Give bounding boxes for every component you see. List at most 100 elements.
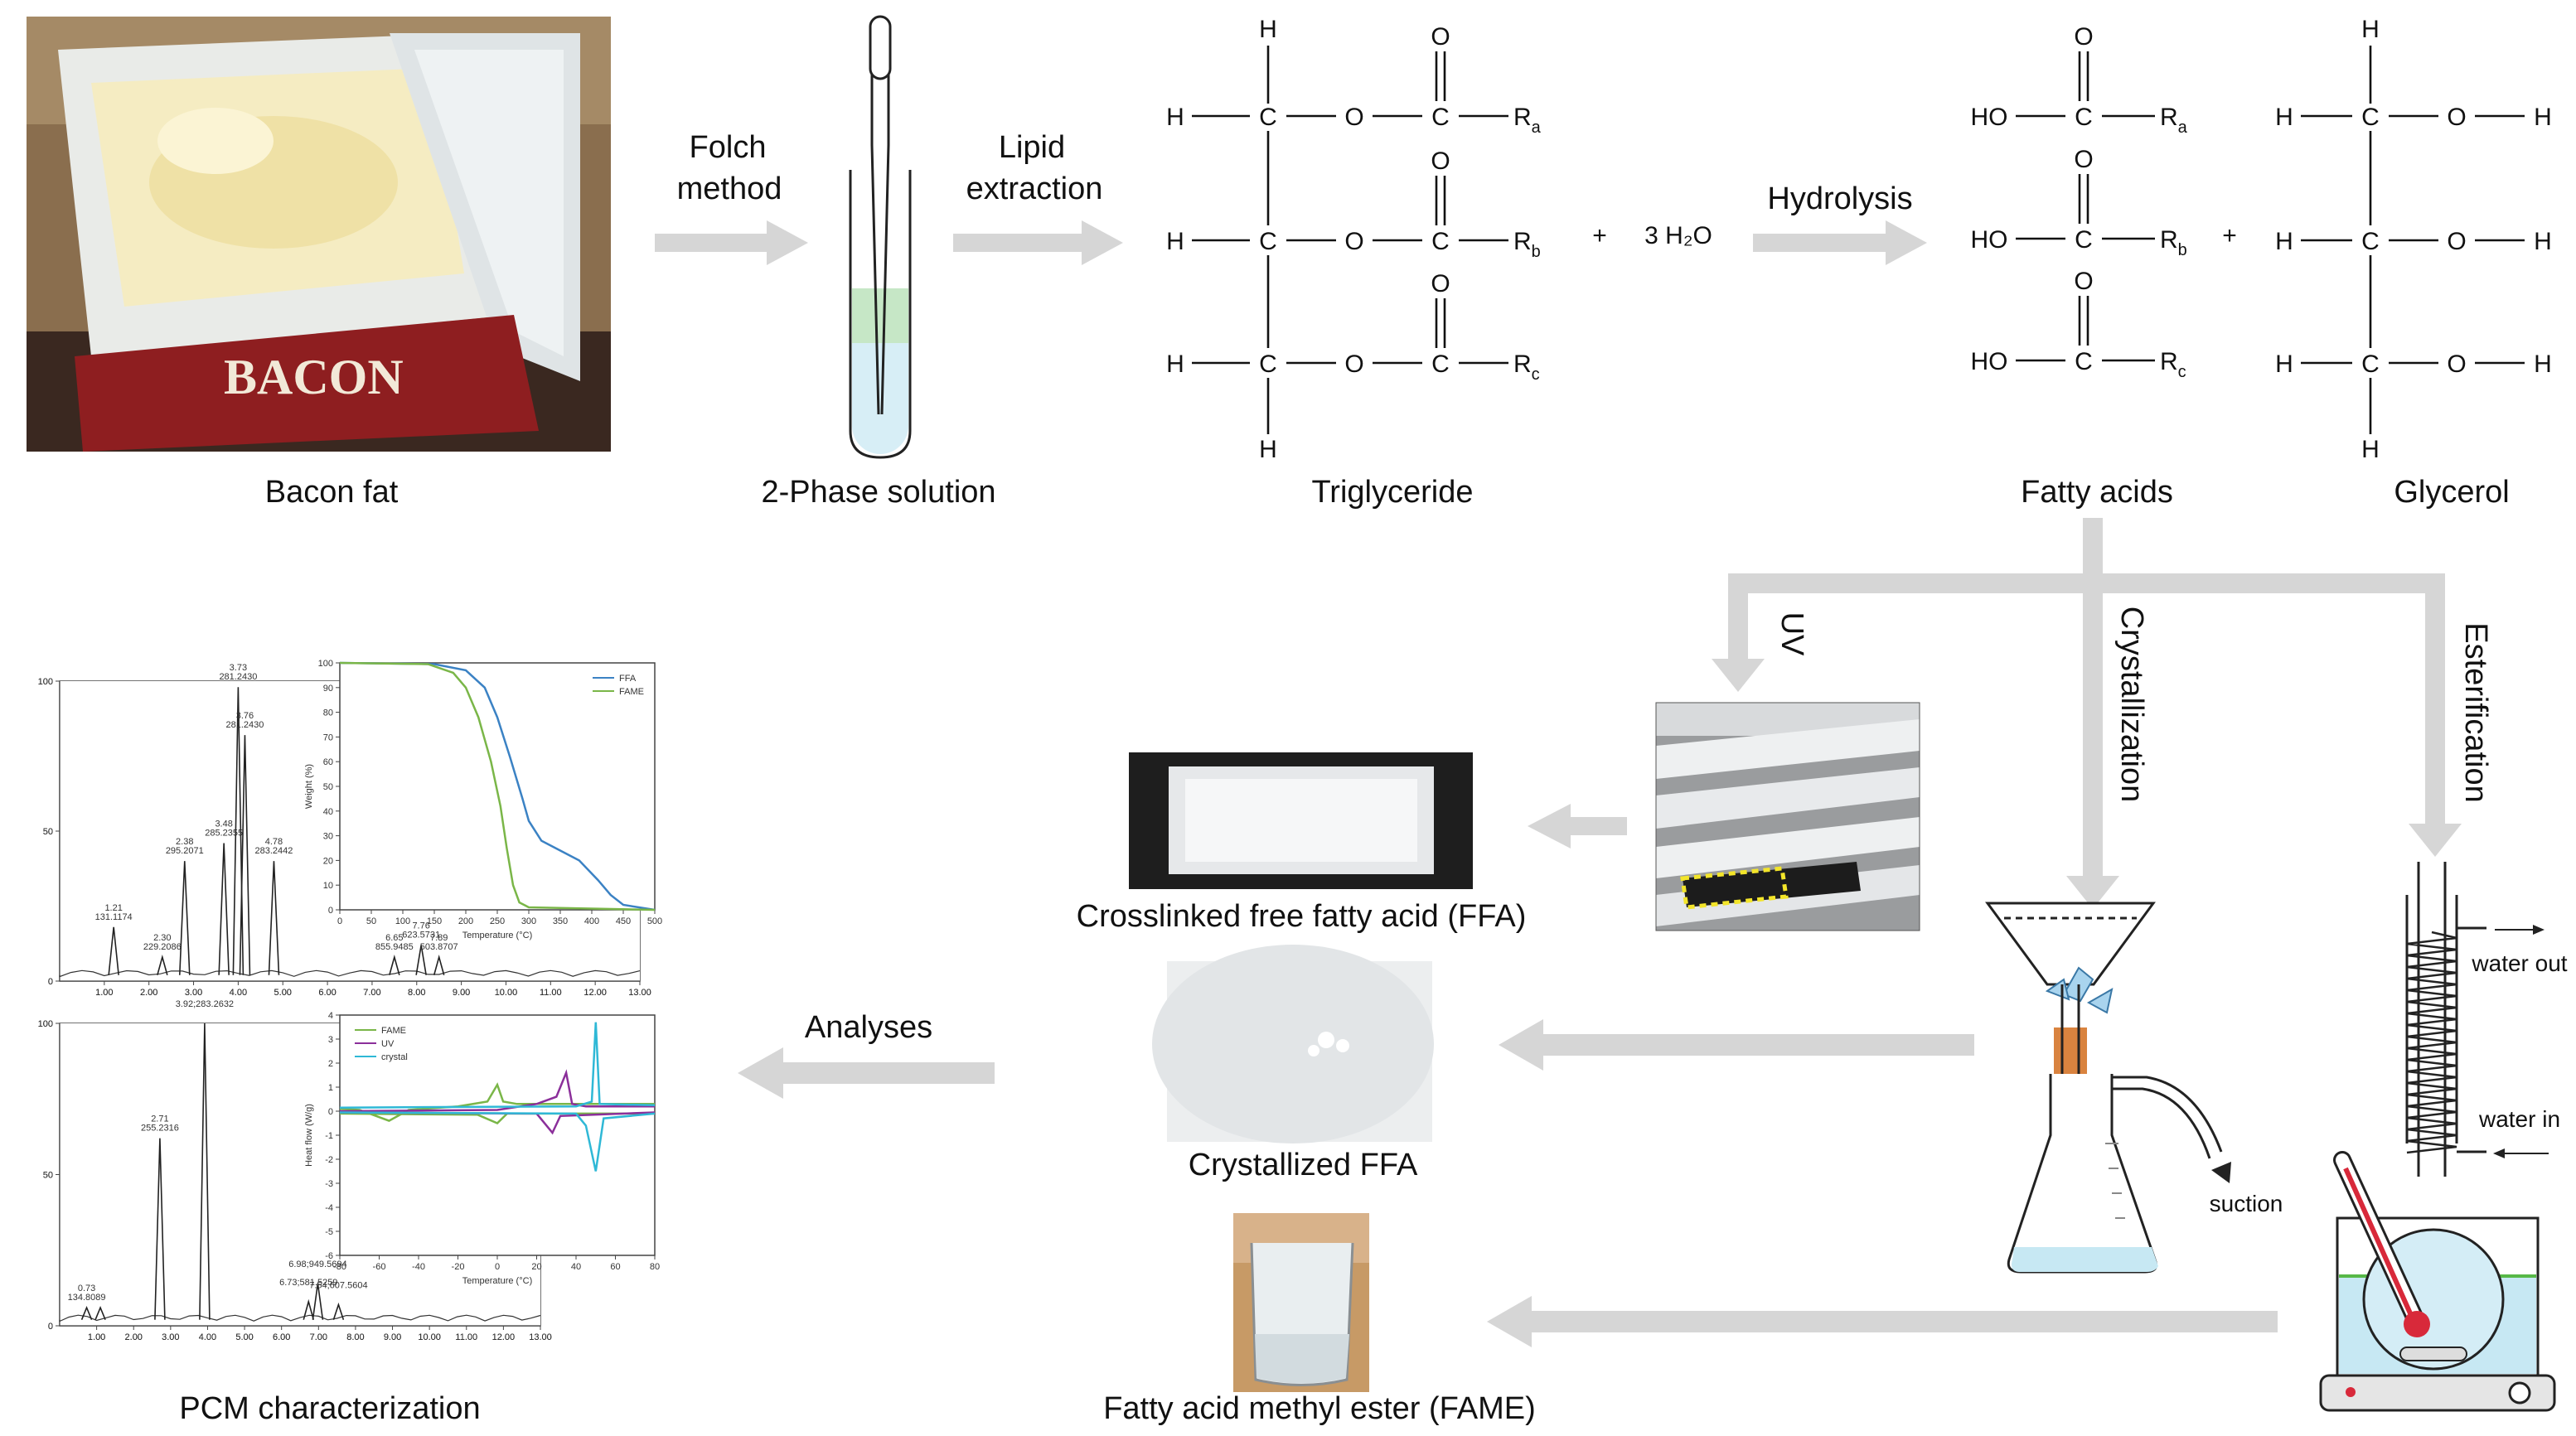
plus-2: +: [2222, 222, 2237, 249]
peak-label: 134.8089: [68, 1293, 106, 1303]
x-tick-label: 2.00: [140, 988, 157, 998]
lipid-label-1: Lipid: [999, 130, 1065, 165]
x-tick-label: 500: [647, 916, 662, 926]
peak-label: 2.30: [153, 933, 171, 943]
atom-label: C: [2361, 228, 2380, 255]
two-phase-label: 2-Phase solution: [761, 475, 995, 510]
crystallization-label: Crystallization: [2114, 607, 2149, 803]
x-tick-label: 4.00: [199, 1332, 216, 1342]
r-group: Rb: [1513, 228, 1541, 261]
water-reactant: 3 H₂O: [1644, 222, 1712, 249]
crosslinked-ffa-label: Crosslinked free fatty acid (FFA): [1077, 899, 1527, 934]
atom-label: O: [1431, 270, 1450, 297]
y-tick-label: 100: [38, 677, 53, 687]
peak-label: 295.2071: [166, 846, 204, 856]
pcm-label: PCM characterization: [179, 1391, 480, 1426]
x-tick-label: 20: [531, 1262, 541, 1272]
x-tick-label: 13.00: [628, 988, 651, 998]
y-tick-label: -6: [325, 1251, 333, 1261]
atom-label: H: [1166, 104, 1184, 131]
atom-label: C: [2075, 226, 2093, 254]
peak-label: 131.1174: [95, 912, 133, 922]
atom-label: H: [2275, 228, 2293, 255]
r-group: Rb: [2160, 226, 2187, 259]
water-in-label: water in: [2478, 1106, 2560, 1132]
tub-brand-text: BACON: [224, 350, 404, 404]
atom-label: C: [2075, 348, 2093, 375]
y-tick-label: 2: [328, 1059, 333, 1069]
y-tick-label: 100: [38, 1019, 53, 1029]
x-tick-label: 7.00: [363, 988, 380, 998]
peak-label: 6.73;581.5259: [279, 1278, 337, 1288]
r-group-sub: c: [1532, 365, 1540, 384]
atom-label: C: [2361, 104, 2380, 131]
peak-label: 283.2442: [255, 846, 293, 856]
esterification-label: Esterification: [2458, 622, 2493, 803]
arrow-uv-to-ffa: [1528, 804, 1627, 849]
peak: [199, 1023, 211, 1320]
y-tick-label: 0: [328, 906, 333, 916]
x-tick-label: 3.00: [162, 1332, 179, 1342]
baseline: [59, 1314, 541, 1322]
peak-label: 285.2355: [205, 828, 243, 838]
atom-label: H: [2534, 228, 2552, 255]
x-tick-label: 80: [650, 1262, 660, 1272]
x-tick-label: 200: [458, 916, 473, 926]
atom-label: O: [2447, 104, 2466, 131]
r-group: Rc: [1513, 351, 1540, 384]
x-tick-label: 400: [584, 916, 599, 926]
y-tick-label: -5: [325, 1227, 333, 1237]
peak-label: 7.76: [412, 921, 429, 931]
atom-label: C: [1431, 104, 1450, 131]
peak-label: 3.73: [230, 663, 247, 673]
series-line: [339, 1069, 655, 1113]
peak: [389, 955, 400, 975]
peak-label: 503.8707: [420, 942, 458, 952]
atom-label: O: [1344, 351, 1363, 378]
peak: [239, 735, 251, 975]
atom-label: H: [1259, 436, 1277, 463]
atom-label: HO: [1971, 348, 2008, 375]
x-tick-label: 350: [553, 916, 568, 926]
y-tick-label: -2: [325, 1155, 333, 1165]
x-tick-label: 9.00: [453, 988, 470, 998]
atom-label: H: [2275, 351, 2293, 378]
crystallized-ffa-photo: [1152, 945, 1434, 1143]
y-tick-label: 50: [43, 827, 53, 837]
uv-label: UV: [1775, 612, 1809, 656]
r-group-sub: c: [2178, 363, 2186, 381]
r-group: Ra: [1513, 104, 1542, 137]
legend-label: UV: [381, 1039, 395, 1049]
x-tick-label: 12.00: [583, 988, 607, 998]
r-group-sub: b: [2178, 241, 2187, 259]
lipid-label-2: extraction: [966, 172, 1103, 206]
x-tick-label: 6.00: [318, 988, 336, 998]
y-tick-label: 50: [43, 1171, 53, 1181]
y-tick-label: 0: [48, 977, 53, 987]
peak-label: 623.5731: [402, 931, 440, 940]
x-axis-label: Temperature (°C): [462, 1276, 532, 1286]
peak: [268, 861, 280, 975]
x-tick-label: 9.00: [384, 1332, 401, 1342]
atom-label: H: [2275, 104, 2293, 131]
x-tick-label: 7.00: [310, 1332, 327, 1342]
fame-beaker-photo: [1233, 1213, 1369, 1392]
peak: [332, 1302, 345, 1320]
peak-label: 855.9485: [375, 942, 414, 952]
r-group-sub: a: [1532, 118, 1542, 137]
x-tick-label: 40: [571, 1262, 581, 1272]
peak-label: 2.71: [151, 1114, 168, 1124]
peak-label: 281.2430: [219, 672, 257, 682]
y-tick-label: 50: [43, 827, 53, 837]
atom-label: C: [1259, 104, 1277, 131]
atom-label: H: [1166, 228, 1184, 255]
x-tick-label: 8.00: [346, 1332, 364, 1342]
x-tick-label: 150: [427, 916, 442, 926]
y-tick-label: -3: [325, 1179, 333, 1189]
peak: [218, 843, 230, 975]
y-tick-label: 4: [328, 1011, 333, 1021]
peak-label: 3.92;283.2632: [176, 999, 234, 1009]
x-tick-label: 6.00: [273, 1332, 290, 1342]
peak-label: 3.76: [236, 711, 254, 721]
